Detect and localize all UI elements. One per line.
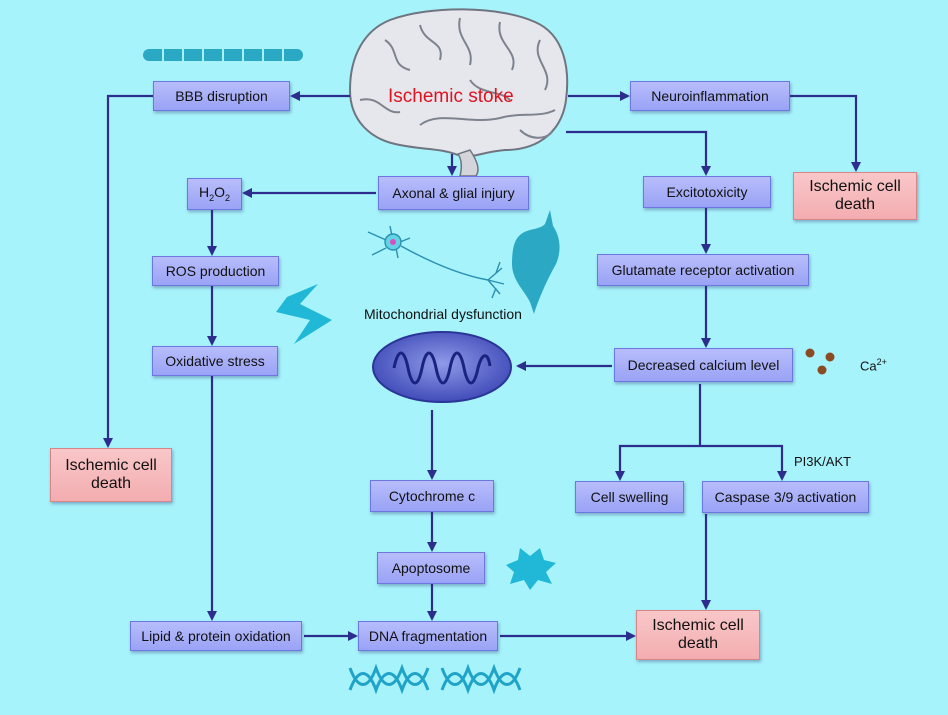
glial-cell-icon [512, 210, 560, 314]
cytochrome-c-box: Cytochrome c [370, 480, 494, 512]
calcium-ion-label: Ca2+ [860, 357, 887, 374]
dna-fragmentation-box: DNA fragmentation [358, 621, 498, 651]
h2o2-box: H2O2 [187, 178, 242, 210]
calcium-dots-icon [805, 348, 835, 375]
myelin-bar-icon [143, 49, 303, 61]
neuron-icon [367, 225, 505, 299]
cell-death-box-top-right: Ischemic cell death [793, 172, 917, 220]
decreased-calcium-box: Decreased calcium level [614, 348, 793, 382]
cell-blob-icon [506, 548, 556, 590]
cell-swelling-box: Cell swelling [575, 481, 684, 513]
arrow-to-cell-swelling [615, 444, 700, 481]
arrow-to-caspase [700, 444, 787, 481]
mitochondrial-dysfunction-label: Mitochondrial dysfunction [364, 306, 522, 322]
arrow-brain-to-excitotoxicity [566, 130, 711, 176]
pi3k-akt-label: PI3K/AKT [794, 454, 852, 469]
diagram-title: Ischemic stoke [388, 86, 514, 107]
arrow-neuroinflammation-to-death [790, 94, 861, 172]
cell-death-box-left: Ischemic cell death [50, 448, 172, 502]
bbb-disruption-box: BBB disruption [153, 81, 290, 111]
h2o2-label: H2O2 [198, 184, 231, 204]
apoptosome-box: Apoptosome [377, 552, 485, 584]
mitochondrion-icon [372, 331, 512, 403]
neuroinflammation-box: Neuroinflammation [630, 81, 790, 111]
oxidative-stress-box: Oxidative stress [152, 346, 278, 376]
arrow-bbb-to-death [103, 94, 153, 448]
lightning-icon [276, 284, 332, 344]
ros-production-box: ROS production [152, 256, 279, 286]
caspase-activation-box: Caspase 3/9 activation [702, 481, 869, 513]
lipid-protein-oxidation-box: Lipid & protein oxidation [130, 621, 302, 651]
excitotoxicity-box: Excitotoxicity [643, 176, 771, 208]
dna-icon [348, 663, 522, 695]
axonal-glial-injury-box: Axonal & glial injury [378, 176, 529, 210]
arrows [103, 91, 861, 641]
glutamate-receptor-box: Glutamate receptor activation [597, 254, 809, 286]
brain-icon [348, 8, 569, 177]
cell-death-box-bottom: Ischemic cell death [636, 610, 760, 660]
